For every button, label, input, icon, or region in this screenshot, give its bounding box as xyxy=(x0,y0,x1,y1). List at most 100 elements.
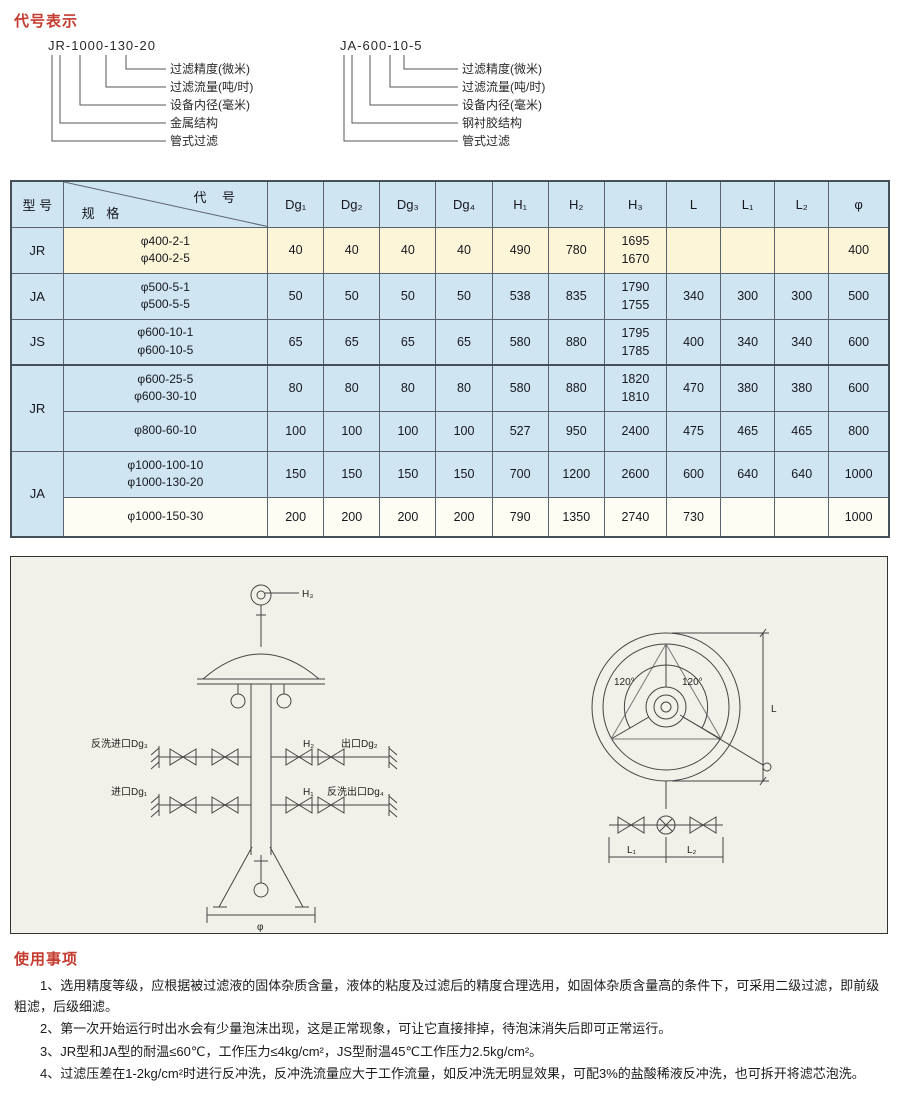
inlet-label: 进口Dg₁ xyxy=(111,786,148,798)
value-cell: 1200 xyxy=(547,450,605,498)
header-code-label: 代 号 xyxy=(193,190,242,205)
code-label: 管式过滤 xyxy=(462,134,511,148)
table-row: JA φ500-5-1 φ500-5-5 50 50 50 50 538 835… xyxy=(10,272,890,320)
table-row: φ800-60-10 100 100 100 100 527 950 2400 … xyxy=(11,410,890,452)
code-diagram-ja: JA-600-10-5 过滤精度(微米) 过滤流量(吨/时) 设备内径(毫米) … xyxy=(312,38,612,160)
h3-line: 1790 xyxy=(621,279,650,294)
model-cell: JR xyxy=(10,226,64,274)
value-cell: 1790 1755 xyxy=(603,272,667,320)
value-cell: 80 xyxy=(379,364,437,412)
header-col: H₃ xyxy=(603,180,667,228)
value-cell: 780 xyxy=(547,226,605,274)
header-col: Dg₂ xyxy=(323,180,381,228)
value-cell: 340 xyxy=(774,318,830,366)
value-cell: 80 xyxy=(323,364,381,412)
value-cell: 465 xyxy=(720,410,776,452)
phi-label: φ xyxy=(257,922,264,933)
code-label: 金属结构 xyxy=(170,116,219,130)
value-cell: 500 xyxy=(828,272,890,320)
spec-line: φ1000-130-20 xyxy=(127,475,204,489)
h3-line: 1695 xyxy=(621,233,650,248)
code-label: 过滤精度(微米) xyxy=(462,62,542,76)
spec-cell: φ600-25-5 φ600-30-10 xyxy=(62,364,269,412)
header-col: Dg₁ xyxy=(267,180,325,228)
value-cell: 150 xyxy=(435,450,493,498)
value-cell: 400 xyxy=(665,318,722,366)
value-cell: 700 xyxy=(491,450,549,498)
header-col: L xyxy=(665,180,722,228)
code-label: 管式过滤 xyxy=(170,134,219,148)
value-cell: 150 xyxy=(323,450,381,498)
value-cell: 150 xyxy=(379,450,437,498)
value-cell: 200 xyxy=(435,496,493,538)
value-cell xyxy=(720,496,776,538)
spec-line: φ1000-150-30 xyxy=(127,509,204,524)
value-cell: 100 xyxy=(267,410,325,452)
backwash-outlet-label: 反洗出口Dg₄ xyxy=(327,785,384,798)
value-cell: 400 xyxy=(828,226,890,274)
value-cell: 65 xyxy=(379,318,437,366)
value-cell: 200 xyxy=(379,496,437,538)
value-cell: 50 xyxy=(379,272,437,320)
value-cell: 950 xyxy=(547,410,605,452)
code-diagram-jr: JR-1000-130-20 过滤精度(微米) 过滤流量(吨/时) 设备内径(毫… xyxy=(20,38,320,160)
value-cell: 490 xyxy=(491,226,549,274)
value-cell: 640 xyxy=(720,450,776,498)
value-cell: 527 xyxy=(491,410,549,452)
code-labels: 过滤精度(微米) 过滤流量(吨/时) 设备内径(毫米) 钢衬胶结构 管式过滤 xyxy=(462,60,545,150)
spec-line: φ400-2-1 xyxy=(140,233,190,248)
spec-cell: φ500-5-1 φ500-5-5 xyxy=(62,272,269,320)
table-row: JR φ600-25-5 φ600-30-10 80 80 80 80 580 … xyxy=(10,364,890,452)
value-cell: 580 xyxy=(491,364,549,412)
value-cell: 1000 xyxy=(828,496,890,538)
code-label: 过滤流量(吨/时) xyxy=(170,80,254,94)
value-cell: 1350 xyxy=(547,496,605,538)
header-spec-label: 规 格 xyxy=(81,205,124,221)
outlet-label: 出口Dg₂ xyxy=(341,737,378,750)
drawing-labels: H₃ 反洗进口Dg₃ H₂ 出口Dg₂ 进口Dg₁ H₁ 反洗出口Dg₄ φ 1… xyxy=(91,589,777,933)
header-col: L₂ xyxy=(774,180,830,228)
spec-line: φ600-30-10 xyxy=(134,389,197,404)
technical-drawing-svg: H₃ 反洗进口Dg₃ H₂ 出口Dg₂ 进口Dg₁ H₁ 反洗出口Dg₄ φ 1… xyxy=(91,584,777,933)
code-label: 过滤流量(吨/时) xyxy=(462,80,546,94)
spec-line: φ600-10-5 xyxy=(137,342,194,357)
spec-line: φ500-5-1 xyxy=(140,279,190,294)
header-diagonal-cell: 代 号 规 格 xyxy=(62,180,269,228)
usage-note-paragraph: 2、第一次开始运行时出水会有少量泡沫出现，这是正常现象，可让它直接排掉，待泡沫消… xyxy=(40,1021,672,1037)
model-cell: JR xyxy=(10,364,64,452)
value-cell: 80 xyxy=(435,364,493,412)
value-cell: 65 xyxy=(267,318,325,366)
value-cell: 800 xyxy=(828,410,890,452)
table-row: φ1000-150-30 200 200 200 200 790 1350 27… xyxy=(11,496,890,538)
value-cell: 835 xyxy=(547,272,605,320)
value-cell: 2740 xyxy=(603,496,667,538)
value-cell: 2600 xyxy=(603,450,667,498)
spec-cell: φ800-60-10 xyxy=(62,410,269,452)
h3-line: 1670 xyxy=(621,252,650,266)
table-header-row: 型 号 代 号 规 格 Dg₁ Dg₂ Dg₃ Dg₄ H₁ H₂ H₃ xyxy=(10,180,890,228)
backwash-inlet-label: 反洗进口Dg₃ xyxy=(91,738,148,750)
value-cell: 50 xyxy=(435,272,493,320)
diagonal-line xyxy=(64,182,267,227)
value-cell xyxy=(774,496,830,538)
header-col: H₁ xyxy=(491,180,549,228)
code-label: 钢衬胶结构 xyxy=(462,116,523,130)
spec-line: φ600-10-1 xyxy=(137,325,194,340)
usage-note-paragraph: 3、JR型和JA型的耐温≤60℃，工作压力≤4kg/cm²，JS型耐温45℃工作… xyxy=(40,1043,543,1059)
value-cell: 580 xyxy=(491,318,549,366)
value-cell: 80 xyxy=(267,364,325,412)
value-cell: 1000 xyxy=(828,450,890,498)
value-cell: 100 xyxy=(435,410,493,452)
technical-drawing-panel: H₃ 反洗进口Dg₃ H₂ 出口Dg₂ 进口Dg₁ H₁ 反洗出口Dg₄ φ 1… xyxy=(10,556,888,934)
value-cell: 40 xyxy=(379,226,437,274)
h3-line: 1810 xyxy=(621,390,650,405)
value-cell: 380 xyxy=(774,364,830,412)
value-cell: 475 xyxy=(665,410,722,452)
table-row: JR φ400-2-1 φ400-2-5 40 40 40 40 490 780… xyxy=(10,226,890,274)
code-connector-lines xyxy=(343,55,458,142)
code-label: 过滤精度(微米) xyxy=(170,62,250,76)
value-cell: 600 xyxy=(665,450,722,498)
value-cell: 1820 1810 xyxy=(603,364,667,412)
value-cell: 465 xyxy=(774,410,830,452)
header-col: Dg₃ xyxy=(379,180,437,228)
